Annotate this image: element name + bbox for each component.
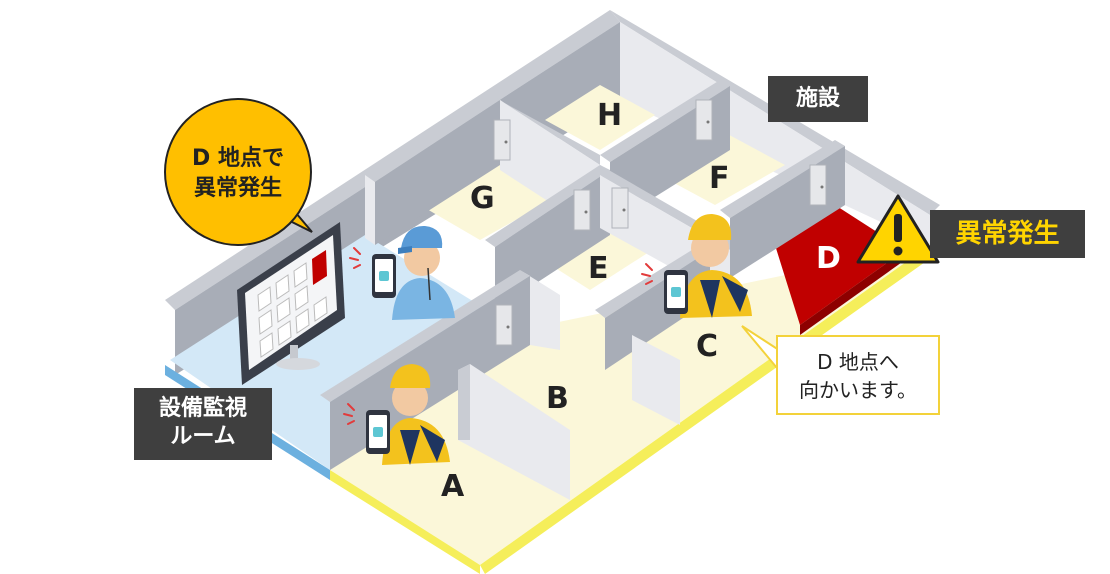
door-icon xyxy=(695,99,713,141)
worker-icon xyxy=(641,214,752,318)
edge-main-left xyxy=(330,470,480,574)
worker-callout: D 地点へ 向かいます。 xyxy=(741,325,940,415)
door-icon xyxy=(495,304,513,346)
smartphone-icon xyxy=(366,410,390,454)
callout-line2: 向かいます。 xyxy=(799,378,917,402)
wall-partition-top-1 xyxy=(365,95,500,182)
room-label-e: E xyxy=(588,251,609,286)
wall-partition-b-side xyxy=(458,364,470,440)
door-icon xyxy=(809,164,827,206)
door-icon xyxy=(493,119,511,161)
wall-partition-face-1 xyxy=(375,100,500,245)
wall-partition-side-1 xyxy=(365,175,375,245)
floor-room-d xyxy=(775,205,905,325)
wall-partition-top-4 xyxy=(485,165,610,247)
monitor-room-label-line2: ルーム xyxy=(170,424,236,449)
monitor-alert-bubble: D 地点で 異常発生 xyxy=(164,98,313,246)
edge-main-right xyxy=(480,245,935,574)
worker-icon xyxy=(349,225,455,320)
floor-main xyxy=(330,245,930,565)
room-label-g: G xyxy=(470,181,495,216)
smartphone-icon xyxy=(372,254,396,298)
wall-partition-c-end xyxy=(632,335,680,425)
wall-partition-b xyxy=(458,364,570,500)
alert-label: 異常発生 xyxy=(930,210,1085,258)
edge-room-d xyxy=(800,250,905,335)
monitor-room-label: 設備監視 ルーム xyxy=(134,388,272,460)
door-icon xyxy=(573,189,591,231)
wall-monitor-top xyxy=(320,270,530,402)
room-label-b: B xyxy=(546,381,569,416)
monitor-icon xyxy=(237,222,345,385)
floor-room-h xyxy=(545,85,655,150)
facility-label: 施設 xyxy=(768,76,868,122)
monitor-bubble-line1: D 地点で xyxy=(192,145,284,171)
worker-icon xyxy=(343,364,450,465)
room-label-f: F xyxy=(709,161,730,196)
monitor-room-label-line1: 設備監視 xyxy=(158,396,247,421)
room-label-h: H xyxy=(597,98,622,133)
wall-back-right-face xyxy=(620,22,930,245)
smartphone-icon xyxy=(664,270,688,314)
warning-icon xyxy=(856,194,940,264)
room-label-d: D xyxy=(816,241,841,276)
wall-monitor-end xyxy=(520,270,560,350)
monitor-bubble-line2: 異常発生 xyxy=(194,175,282,201)
callout-line1: D 地点へ xyxy=(817,350,899,374)
room-label-a: A xyxy=(441,469,465,504)
room-label-c: C xyxy=(696,329,718,364)
door-icon xyxy=(611,187,629,229)
floor-room-f xyxy=(650,130,785,205)
wall-partition-top-6 xyxy=(720,140,845,218)
